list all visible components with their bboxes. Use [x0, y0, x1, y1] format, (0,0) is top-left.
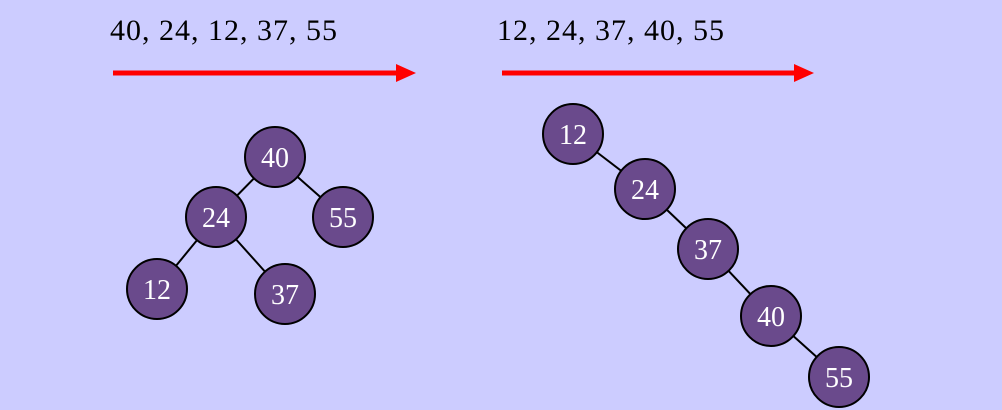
insertion-sequence-right: 12, 24, 37, 40, 55 [497, 14, 725, 47]
tree-right-node-circle-12 [542, 103, 604, 165]
tree-left-node-label-24: 24 [202, 203, 230, 234]
tree-right-node-55: 55 [808, 346, 870, 408]
tree-left-node-12: 12 [126, 258, 188, 320]
tree-right-node-24: 24 [614, 158, 676, 220]
tree-right-node-circle-37 [677, 218, 739, 280]
tree-right-node-37: 37 [677, 218, 739, 280]
tree-left-nodes: 40 24 55 12 37 [126, 126, 374, 325]
tree-left-node-37: 37 [254, 263, 316, 325]
insertion-sequence-left: 40, 24, 12, 37, 55 [110, 14, 338, 47]
arrow-right [502, 64, 814, 82]
tree-right-node-label-40: 40 [757, 302, 785, 333]
tree-right-node-12: 12 [542, 103, 604, 165]
tree-right-node-40: 40 [740, 285, 802, 347]
tree-left-node-55: 55 [312, 186, 374, 248]
arrow-left [113, 64, 416, 82]
tree-right-node-label-55: 55 [825, 363, 853, 394]
tree-left-node-label-40: 40 [261, 143, 289, 174]
tree-left-node-circle-12 [126, 258, 188, 320]
tree-left-node-24: 24 [185, 186, 247, 248]
tree-right-node-label-12: 12 [559, 120, 587, 151]
tree-left-node-circle-55 [312, 186, 374, 248]
tree-left-node-label-55: 55 [329, 203, 357, 234]
tree-left-node-label-12: 12 [143, 275, 171, 306]
tree-left-node-40: 40 [244, 126, 306, 188]
tree-right-node-circle-40 [740, 285, 802, 347]
tree-left-node-circle-24 [185, 186, 247, 248]
tree-right-node-label-37: 37 [694, 235, 722, 266]
tree-left-node-circle-40 [244, 126, 306, 188]
tree-right-node-circle-55 [808, 346, 870, 408]
tree-right-node-circle-24 [614, 158, 676, 220]
tree-right-nodes: 12 24 37 40 55 [542, 103, 870, 408]
tree-left-node-label-37: 37 [271, 280, 299, 311]
tree-right-node-label-24: 24 [631, 175, 659, 206]
tree-left-node-circle-37 [254, 263, 316, 325]
